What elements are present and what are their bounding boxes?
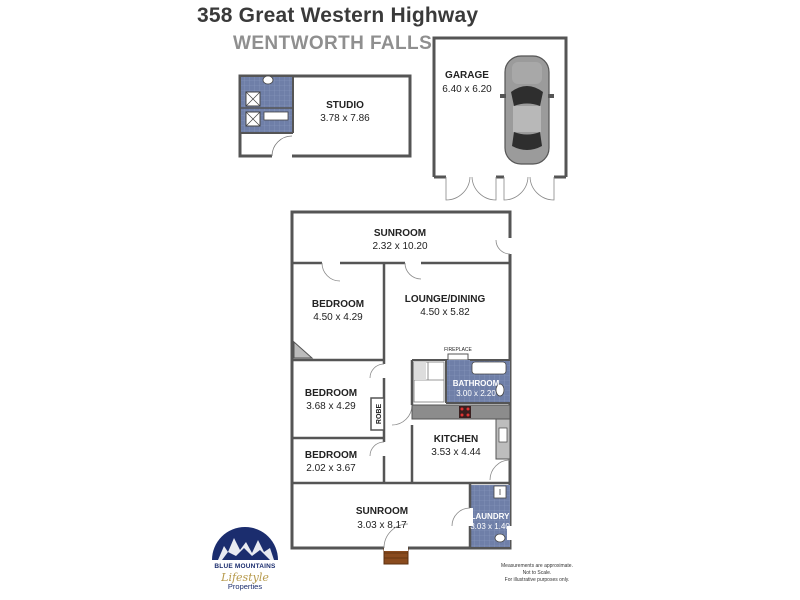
logo-line-1: BLUE MOUNTAINS	[214, 563, 276, 570]
disclaimer: Measurements are approximate. Not to Sca…	[497, 563, 577, 584]
garage-door-swing-icon	[445, 176, 471, 201]
bedroom-3-name: BEDROOM	[305, 450, 357, 461]
lounge-dining-name: LOUNGE/DINING	[405, 294, 486, 305]
toilet-icon	[495, 383, 505, 397]
disclaimer-line-1: Measurements are approximate. Not to Sca…	[501, 563, 573, 576]
bathroom-name: BATHROOM	[453, 379, 500, 388]
toilet-icon	[262, 75, 274, 85]
property-suburb: WENTWORTH FALLS	[233, 33, 433, 54]
robe-label: ROBE	[376, 404, 383, 425]
bedroom-1-dims: 4.50 x 4.29	[313, 312, 363, 323]
bedroom-2-dims: 3.68 x 4.29	[306, 401, 356, 412]
main-house: FIREPLACE	[290, 210, 513, 565]
garage-name: GARAGE	[445, 70, 489, 81]
bedroom-3-dims: 2.02 x 3.67	[306, 463, 356, 474]
fireplace-corner-icon	[293, 340, 314, 359]
sink-icon	[498, 427, 508, 443]
sunroom-top-name: SUNROOM	[374, 228, 426, 239]
kitchen-dims: 3.53 x 4.44	[431, 447, 481, 458]
vanity-icon	[263, 111, 289, 121]
studio-building: STUDIO 3.78 x 7.86	[238, 74, 412, 158]
sunroom-bottom-dims: 3.03 x 8.17	[357, 520, 407, 531]
fireplace-label: FIREPLACE	[444, 347, 472, 353]
garage-dims: 6.40 x 6.20	[442, 84, 492, 95]
studio-dims: 3.78 x 7.86	[320, 113, 370, 124]
lounge-dining-dims: 4.50 x 5.82	[420, 307, 470, 318]
toilet-icon	[494, 533, 506, 543]
door-swing-icon	[271, 135, 293, 157]
robe-closet	[370, 397, 385, 431]
logo-line-3: Properties	[227, 582, 263, 591]
bathroom-dims: 3.00 x 2.20	[456, 389, 496, 398]
property-address: 358 Great Western Highway	[197, 4, 479, 27]
bedroom-2-name: BEDROOM	[305, 388, 357, 399]
bathtub-icon	[471, 361, 507, 375]
laundry-dims: 3.03 x 1.40	[470, 522, 510, 531]
disclaimer-line-2: For illustrative purposes only.	[504, 577, 570, 583]
bedroom-1-name: BEDROOM	[312, 299, 364, 310]
agency-logo-icon	[212, 527, 278, 560]
garage-building: GARAGE 6.40 x 6.20	[432, 36, 568, 201]
kitchen-name: KITCHEN	[434, 434, 478, 445]
car-icon	[500, 55, 554, 165]
cooktop-icon	[459, 406, 471, 418]
studio-name: STUDIO	[326, 100, 364, 111]
fireplace-icon	[447, 353, 469, 361]
sunroom-bottom-name: SUNROOM	[356, 506, 408, 517]
logo-line-2: Lifestyle	[221, 571, 269, 584]
laundry-name: LAUNDRY	[471, 512, 510, 521]
sunroom-top-dims: 2.32 x 10.20	[372, 241, 427, 252]
